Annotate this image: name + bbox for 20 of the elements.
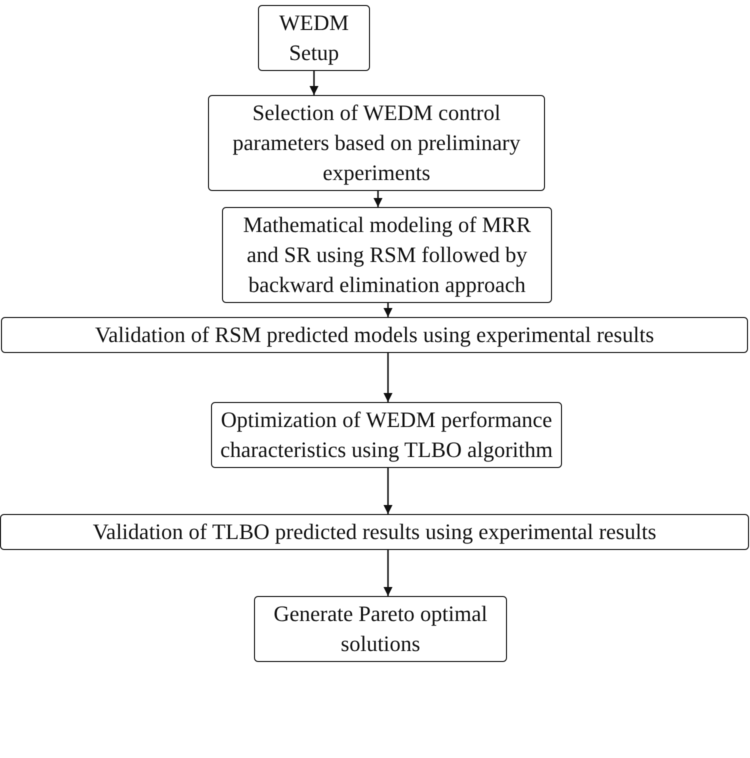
process-box: [254, 596, 507, 662]
box-text: Mathematical modeling of MRR and SR using RSM followed by backward elimination approach: [242, 211, 532, 299]
process-box: [222, 207, 552, 303]
arrow: [384, 550, 392, 596]
box-text: WEDM Setup: [278, 9, 350, 67]
arrow: [374, 191, 382, 207]
box-text: Generate Pareto optimal solutions: [272, 600, 488, 658]
arrow: [384, 303, 392, 317]
process-box: [0, 514, 749, 550]
process-box: [208, 95, 545, 191]
arrow: [384, 468, 392, 514]
box-text: Validation of TLBO predicted results using experimental results: [92, 518, 658, 546]
process-box: [258, 5, 370, 71]
arrow: [310, 71, 318, 95]
box-text: Optimization of WEDM performance characteristics using TLBO algorithm: [219, 406, 554, 464]
arrow: [384, 353, 392, 402]
box-text: Selection of WEDM control parameters based on preliminary experiments: [232, 99, 522, 187]
process-box: [211, 402, 562, 468]
process-box: [1, 317, 748, 353]
box-text: Validation of RSM predicted models using experimental results: [94, 321, 656, 349]
